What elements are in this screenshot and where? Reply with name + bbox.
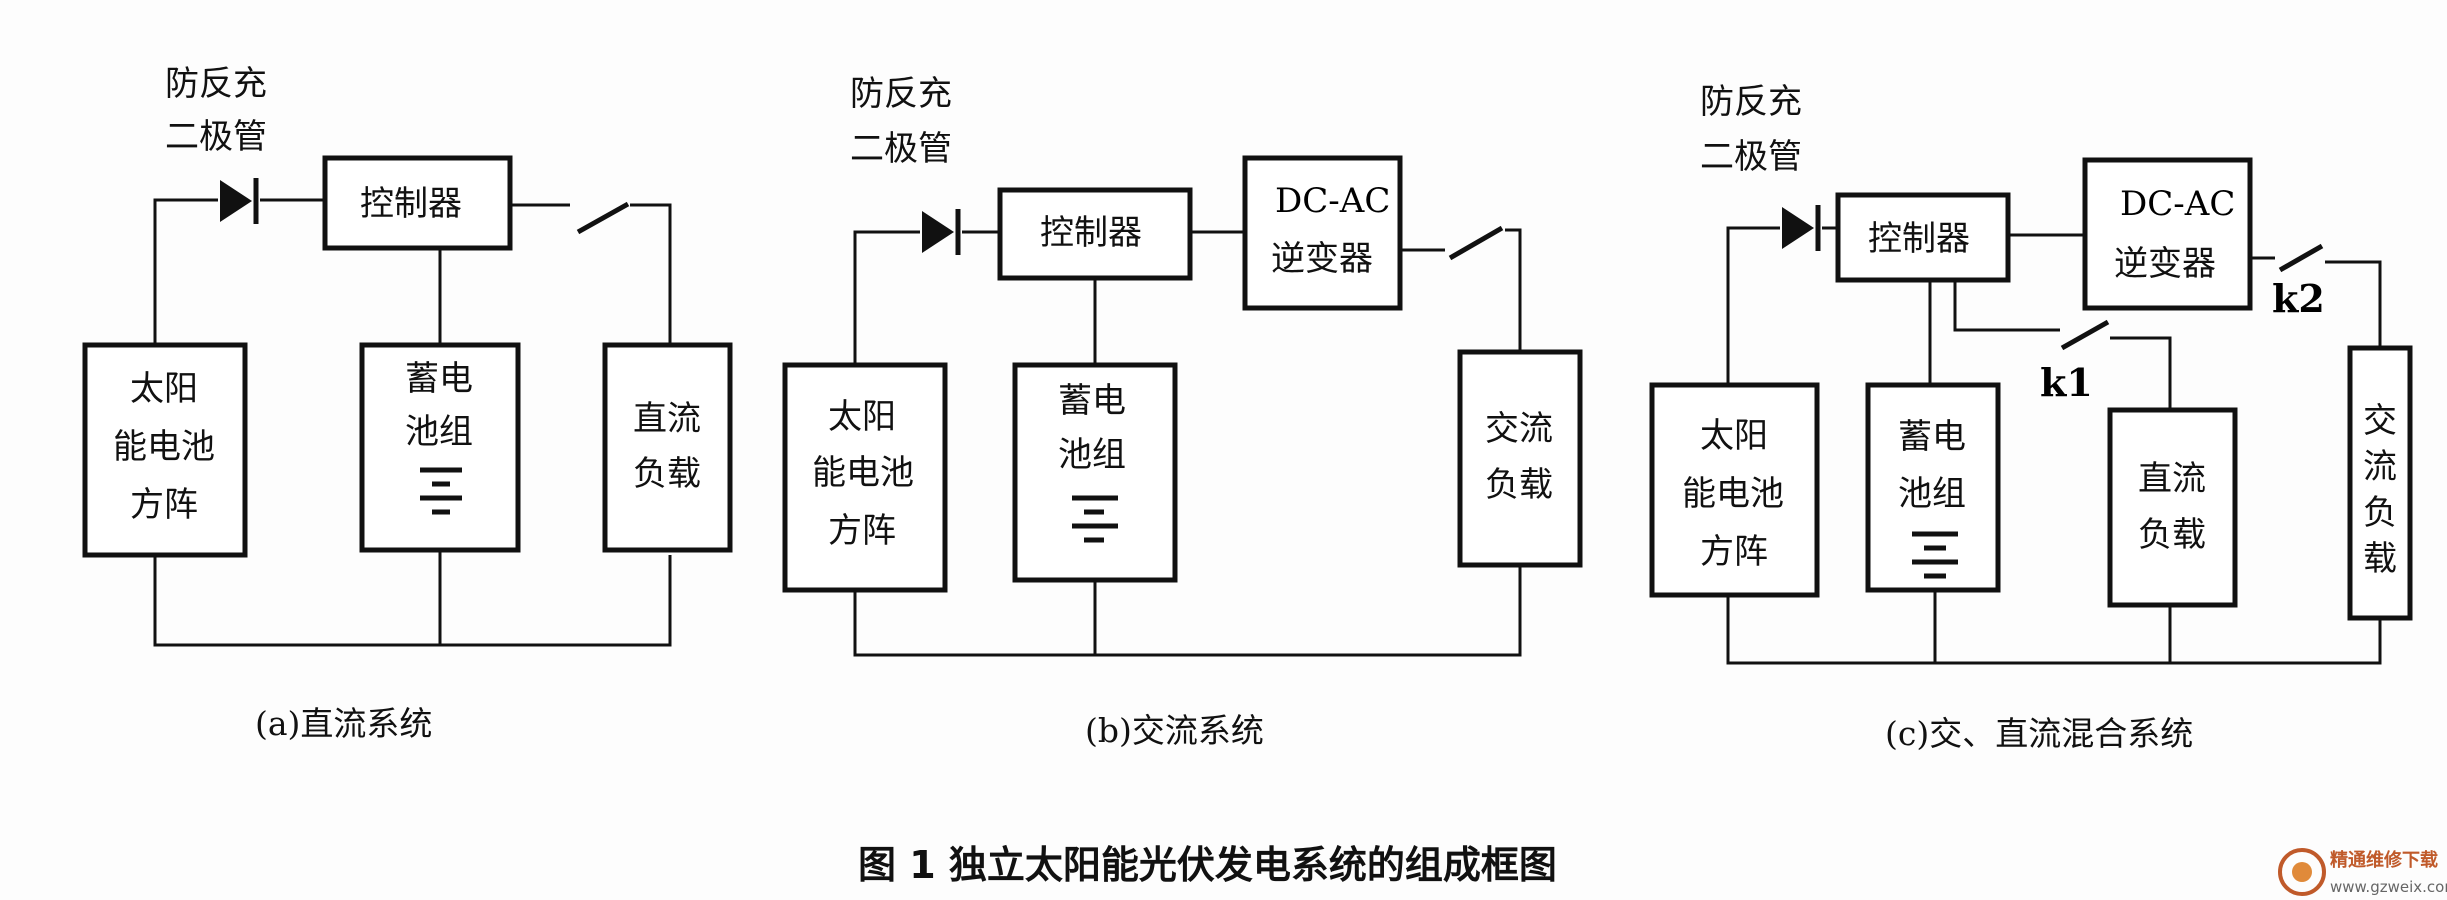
panel-b: 防反充 二极管 控制器 DC-AC 逆变器 太阳 能电池 方阵 蓄电 池组 交流…	[782, 74, 1583, 750]
dc-load-label-line2: 负载	[633, 454, 701, 494]
solar-label-line2: 能电池	[1682, 474, 1784, 514]
battery-symbol	[420, 467, 462, 515]
controller-box	[322, 155, 513, 251]
diode-symbol	[220, 178, 259, 224]
diode-label-line1: 防反充	[165, 64, 267, 104]
solar-label-line1: 太阳	[130, 369, 198, 409]
inverter-label-line2: 逆变器	[2114, 244, 2216, 284]
solar-array-box	[82, 342, 248, 558]
controller-box	[997, 187, 1193, 281]
wire-bottom-bus	[853, 565, 1522, 657]
diode-label-line1: 防反充	[850, 74, 952, 114]
panel-a: 防反充 二极管 控制器 太阳 能电池 方阵 蓄电 池组 直流 负载 (a)直流系…	[82, 64, 733, 743]
caption-b: (b)交流系统	[1085, 711, 1264, 750]
battery-box	[359, 342, 521, 553]
switch-k1-label: k1	[2040, 360, 2093, 405]
battery-label-line1: 蓄电	[1898, 417, 1966, 457]
controller-box	[1835, 192, 2011, 283]
controller-label: 控制器	[360, 184, 462, 224]
ac-load-box	[2347, 345, 2413, 621]
battery-label-line2: 池组	[1898, 474, 1966, 514]
dc-load-label-line1: 直流	[633, 399, 701, 439]
solar-label-line3: 方阵	[1700, 532, 1768, 572]
inverter-box	[1242, 155, 1403, 311]
caption-a: (a)直流系统	[255, 704, 432, 743]
controller-label: 控制器	[1040, 213, 1142, 253]
inverter-label-line1: DC-AC	[2120, 184, 2235, 224]
diode-label-line2: 二极管	[165, 117, 267, 157]
switch-k2-blade	[2278, 243, 2324, 273]
controller-label: 控制器	[1868, 219, 1970, 259]
wire-solar-diode	[853, 230, 920, 365]
watermark-logo-icon	[2278, 848, 2326, 896]
watermark-name: 精通维修下载	[2330, 849, 2438, 871]
dc-load-label-line1: 直流	[2138, 459, 2206, 499]
ac-load-label-line2: 负载	[1485, 465, 1553, 505]
battery-symbol	[1912, 531, 1958, 579]
battery-box	[1012, 362, 1178, 583]
ac-load-label-char2: 流	[2363, 447, 2397, 487]
diode-label-line2: 二极管	[1700, 137, 1802, 177]
battery-label-line1: 蓄电	[405, 359, 473, 399]
wire-k1-dcload	[2110, 336, 2172, 410]
caption-c: (c)交、直流混合系统	[1885, 714, 2193, 753]
dc-load-label-line2: 负载	[2138, 515, 2206, 555]
wire-solar-diode	[153, 198, 218, 345]
inverter-label-line1: DC-AC	[1275, 181, 1390, 221]
battery-symbol	[1072, 495, 1118, 543]
ac-load-label-char1: 交	[2363, 401, 2397, 441]
battery-label-line2: 池组	[405, 412, 473, 452]
battery-box	[1865, 382, 2001, 593]
diode-label-line2: 二极管	[850, 129, 952, 169]
solar-label-line1: 太阳	[828, 397, 896, 437]
solar-array-box	[782, 362, 948, 593]
panel-c: 防反充 二极管 控制器 DC-AC 逆变器 太阳 能电池 方阵 蓄电 池组 直流…	[1649, 82, 2413, 753]
solar-label-line3: 方阵	[828, 511, 896, 551]
solar-label-line2: 能电池	[113, 427, 215, 467]
battery-label-line1: 蓄电	[1058, 381, 1126, 421]
dc-load-box	[602, 342, 733, 553]
wire-switch-load	[1505, 228, 1522, 352]
wire-controller-k1	[1953, 280, 2060, 332]
solar-array-box	[1649, 382, 1820, 598]
battery-label-line2: 池组	[1058, 435, 1126, 475]
diode-label-line1: 防反充	[1700, 82, 1802, 122]
wire-bottom-bus	[153, 555, 672, 647]
inverter-label-line2: 逆变器	[1271, 239, 1373, 279]
switch-blade	[576, 201, 630, 235]
watermark: 精通维修下载 www.gzweix.com	[2278, 848, 2447, 896]
ac-load-box	[1457, 349, 1583, 568]
watermark-url: www.gzweix.com	[2330, 878, 2447, 896]
figure-title: 图 1 独立太阳能光伏发电系统的组成框图	[858, 843, 1557, 887]
wire-bottom-bus	[1726, 595, 2382, 665]
ac-load-label-line1: 交流	[1485, 409, 1553, 449]
switch-k2-label: k2	[2272, 276, 2325, 321]
wire-switch-load	[630, 203, 672, 345]
inverter-box	[2082, 157, 2253, 311]
wire-solar-diode	[1726, 226, 1780, 385]
ac-load-label-char3: 负	[2363, 493, 2397, 533]
ac-load-label-char4: 载	[2363, 539, 2397, 579]
dc-load-box	[2107, 407, 2238, 608]
diode-symbol	[1782, 205, 1821, 251]
solar-label-line3: 方阵	[130, 485, 198, 525]
switch-blade	[1448, 225, 1504, 261]
solar-label-line1: 太阳	[1700, 416, 1768, 456]
wire-k2-acload	[2325, 260, 2382, 348]
solar-label-line2: 能电池	[812, 453, 914, 493]
diode-symbol	[922, 209, 961, 255]
switch-k1-blade	[2060, 319, 2110, 351]
